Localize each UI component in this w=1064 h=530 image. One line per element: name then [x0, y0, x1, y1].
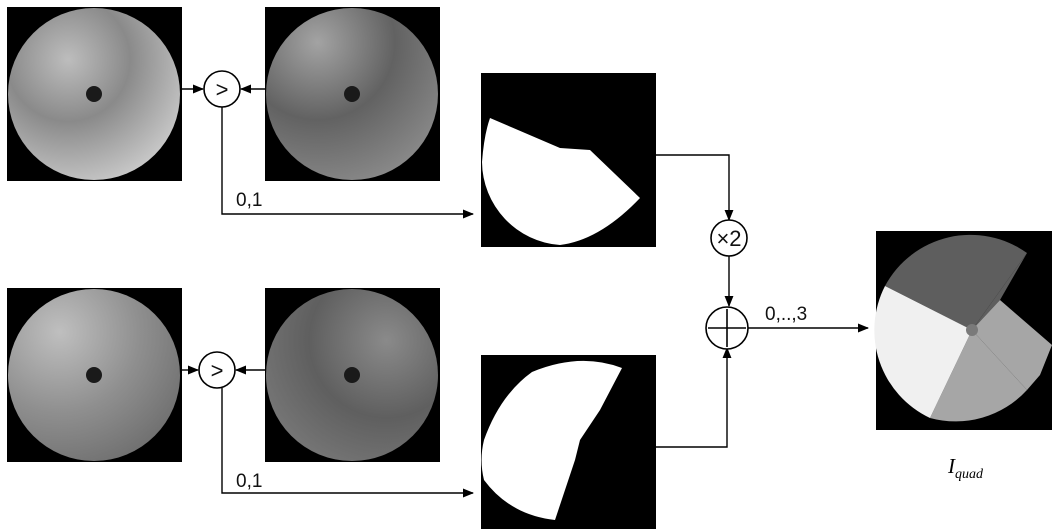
bottom-mask-image — [481, 355, 656, 529]
top-left-input-image — [7, 7, 182, 181]
binary-label-bottom: 0,1 — [236, 471, 262, 492]
greater-than-icon: > — [211, 358, 224, 383]
arrow-top-mask-to-multiply — [656, 154, 734, 222]
arrow-compare-top-to-mask — [221, 107, 475, 219]
arrow-bottom-mask-to-add — [656, 346, 732, 448]
top-mask-image — [481, 73, 656, 247]
output-quadrant-image — [874, 231, 1052, 430]
output-label: Iquad — [947, 454, 984, 482]
multiply-node: ×2 — [710, 219, 748, 257]
multiply-by-two-icon: ×2 — [716, 226, 741, 251]
range-label: 0,..,3 — [765, 304, 807, 325]
arrow-compare-bottom-to-mask — [221, 388, 475, 498]
top-right-input-image — [265, 7, 440, 181]
binary-label-top: 0,1 — [236, 190, 262, 211]
bottom-left-input-image — [7, 288, 182, 462]
greater-than-icon: > — [216, 77, 229, 102]
add-node: + — [705, 306, 749, 350]
compare-top-node: > — [203, 70, 241, 108]
compare-bottom-node: > — [198, 351, 236, 389]
bottom-right-input-image — [265, 288, 440, 462]
